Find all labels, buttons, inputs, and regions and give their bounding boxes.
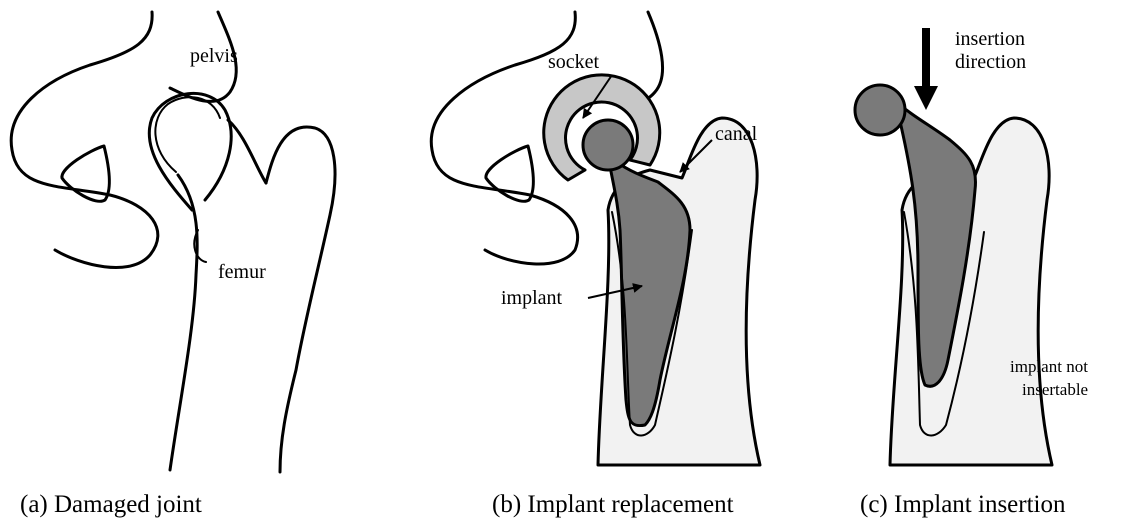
insertion-arrow-head (914, 86, 938, 110)
caption-a: (a) Damaged joint (20, 491, 202, 518)
label-direction: direction (955, 51, 1026, 73)
implant-head-c (855, 85, 905, 135)
panel-a: pelvis femur (a) Damaged joint (11, 12, 335, 518)
caption-c: (c) Implant insertion (860, 491, 1066, 518)
label-insertable: insertable (1022, 380, 1088, 399)
femur-outline-left-a (170, 175, 197, 470)
trochanter-a (228, 120, 266, 183)
femoral-head-inner-a (155, 97, 220, 172)
label-femur: femur (218, 261, 266, 283)
label-implant-not: implant not (1010, 357, 1088, 376)
label-pelvis: pelvis (190, 45, 238, 67)
panel-b: socket canal implant (b) Implant replace… (431, 12, 760, 518)
caption-b: (b) Implant replacement (492, 491, 734, 518)
implant-head-b (583, 120, 633, 170)
pelvis-outline-a (11, 12, 158, 268)
label-insertion: insertion (955, 28, 1025, 50)
panel-c: insertion direction implant not insertab… (855, 28, 1088, 518)
femur-outline-right-a (266, 127, 335, 472)
label-socket: socket (548, 51, 600, 73)
label-implant: implant (501, 287, 563, 309)
label-canal: canal (715, 123, 758, 145)
